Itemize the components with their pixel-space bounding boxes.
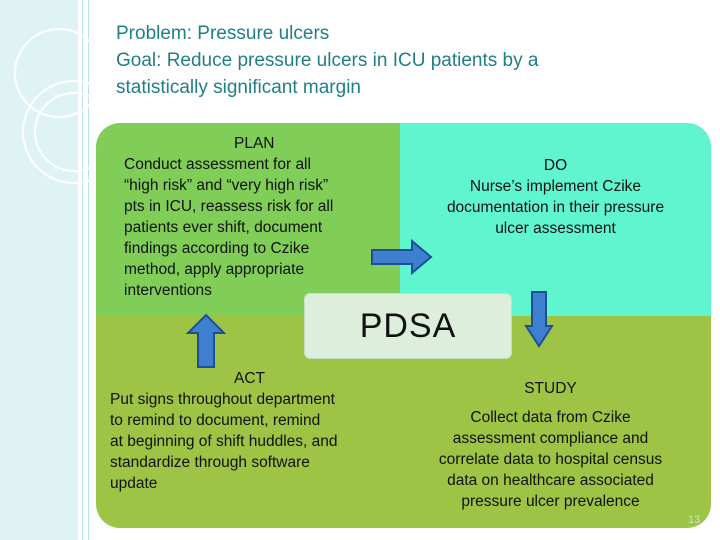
study-heading: STUDY: [524, 380, 577, 397]
study-line: pressure ulcer prevalence: [461, 493, 640, 510]
study-line: Collect data from Czike: [470, 409, 631, 426]
study-line: data on healthcare associated: [447, 472, 654, 489]
plan-quadrant: PLAN Conduct assessment for all “high ri…: [96, 123, 408, 323]
act-text: ACT Put signs throughout department to r…: [110, 368, 406, 494]
study-line: correlate data to hospital census: [438, 451, 663, 468]
study-line: assessment compliance and: [452, 430, 649, 447]
pdsa-label: PDSA: [359, 306, 457, 345]
act-heading: ACT: [234, 370, 265, 387]
plan-line: method, apply appropriate: [124, 261, 305, 278]
right-arrow-icon: [371, 238, 433, 276]
act-quadrant: ACT Put signs throughout department to r…: [96, 316, 408, 528]
side-decoration-line: [88, 0, 89, 540]
plan-line: “high risk” and “very high risk”: [124, 177, 329, 194]
plan-line: findings according to Czike: [124, 240, 310, 257]
plan-line: Conduct assessment for all: [124, 156, 311, 173]
act-line: Put signs throughout department: [110, 391, 335, 408]
down-arrow-icon: [524, 291, 554, 348]
act-line: update: [110, 475, 158, 492]
side-decoration-line: [82, 0, 83, 540]
plan-line: pts in ICU, reassess risk for all: [124, 198, 334, 215]
slide-title: Problem: Pressure ulcers Goal: Reduce pr…: [116, 20, 696, 101]
goal-line-continued: statistically significant margin: [116, 77, 361, 98]
plan-line: interventions: [124, 282, 212, 299]
do-heading: DO: [543, 157, 568, 174]
do-line: ulcer assessment: [495, 220, 616, 237]
do-line: Nurse’s implement Czike: [469, 178, 642, 195]
act-line: standardize through software: [110, 454, 310, 471]
pdsa-center-box: PDSA: [304, 293, 512, 359]
plan-line: patients ever shift, document: [124, 219, 323, 236]
plan-text: PLAN Conduct assessment for all “high ri…: [124, 133, 404, 301]
act-line: to remind to document, remind: [110, 412, 321, 429]
plan-heading: PLAN: [234, 135, 275, 152]
do-text: DO Nurse’s implement Czike documentation…: [400, 155, 711, 239]
act-line: at beginning of shift huddles, and: [110, 433, 338, 450]
problem-line: Problem: Pressure ulcers: [116, 23, 330, 44]
do-line: documentation in their pressure: [446, 199, 665, 216]
goal-line: Goal: Reduce pressure ulcers in ICU pati…: [116, 50, 539, 71]
do-quadrant: DO Nurse’s implement Czike documentation…: [400, 123, 711, 323]
up-arrow-icon: [186, 313, 226, 368]
page-number: 13: [688, 514, 701, 526]
study-text: STUDY Collect data from Czike assessment…: [400, 378, 701, 512]
